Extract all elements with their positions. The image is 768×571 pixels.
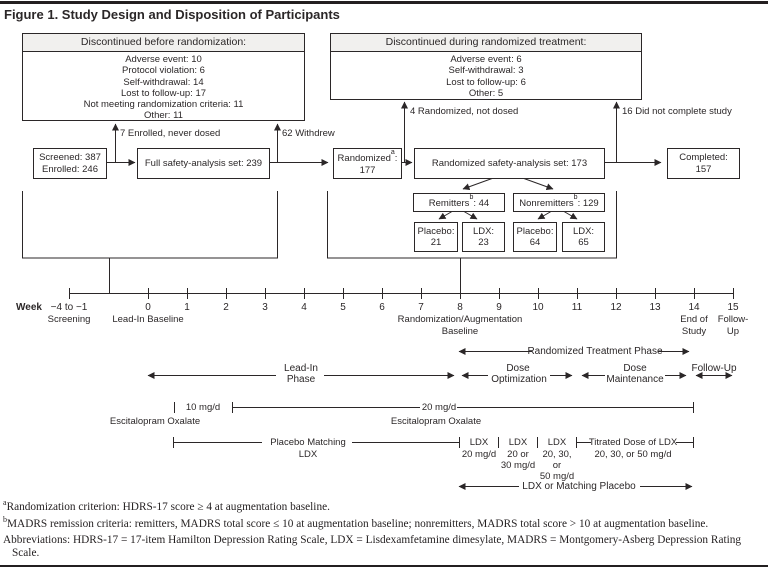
week-tick-label: 7	[418, 302, 424, 313]
escitalopram-10mg-label: 10 mg/d	[185, 402, 221, 413]
dropout-arrows	[112, 101, 620, 162]
split-arrows	[438, 178, 578, 220]
remitters-placebo-box: Placebo: 21	[414, 222, 458, 252]
detail-line: Other: 11	[144, 110, 183, 122]
detail-line: Other: 5	[468, 87, 504, 99]
timeline-end-of-study-label-2: Study	[681, 326, 707, 337]
detail-line: Adverse event: 10	[125, 54, 202, 65]
detail-line: Self-withdrawal: 14	[123, 76, 204, 88]
ldx-seg2-label-3: 30 mg/d	[500, 460, 536, 471]
nonremitters-box: Nonremittersb: 129	[513, 193, 605, 212]
nonremitters-ldx-box: LDX: 65	[562, 222, 605, 252]
week-tick-label: 10	[532, 302, 544, 313]
timeline-end-of-study-label-1: End of	[680, 314, 708, 325]
detail-line: Protocol violation: 6	[122, 65, 205, 77]
timeline-leadin-baseline-label: Lead-In Baseline	[112, 314, 184, 325]
titrated-dose-label-2: 20, 30, or 50 mg/d	[594, 449, 672, 460]
week-tick-label: 15	[727, 302, 739, 313]
ldx-seg3-label-2: 20, 30,	[542, 449, 572, 460]
ldx-seg3-label-1: LDX	[547, 437, 567, 448]
full-safety-box: Full safety-analysis set: 239	[137, 148, 270, 179]
ldx-seg1-label-2: 20 mg/d	[461, 449, 497, 460]
week-axis-label: Week	[16, 302, 42, 313]
detail-line: Lost to follow-up: 17	[120, 87, 207, 99]
footnote-a: aRandomization criterion: HDRS-17 score …	[3, 498, 330, 513]
week-tick-label: 12	[610, 302, 622, 313]
placebo-matching-label-2: LDX	[298, 449, 318, 460]
completed-box: Completed: 157	[667, 148, 740, 179]
escitalopram-left-label: Escitalopram Oxalate	[109, 416, 201, 427]
timeline-randomization-label-2: Baseline	[441, 326, 479, 337]
detail-line: Lost to follow-up: 6	[446, 76, 526, 88]
nonremitters-placebo-box: Placebo: 64	[513, 222, 557, 252]
remitters-ldx-box: LDX: 23	[462, 222, 505, 252]
phase-leadin-label-1: Lead-In	[284, 363, 318, 374]
timeline-screening-label: Screening	[47, 314, 91, 325]
detail-line: Not meeting randomization criteria: 11	[83, 99, 244, 111]
timeline-followup-label-2: Up	[726, 326, 740, 337]
bottom-rule	[0, 565, 768, 567]
ldx-seg1-label-1: LDX	[469, 437, 489, 448]
phase-dose-optimization-label-1: Dose	[506, 363, 530, 374]
week-tick-label: 14	[688, 302, 700, 313]
discontinued-during-box: Discontinued during randomized treatment…	[330, 33, 642, 100]
week-tick-label: 5	[340, 302, 346, 313]
timeline-randomization-label-1: Randomization/Augmentation	[397, 314, 523, 325]
randomized-box: Randomizeda: 177	[333, 148, 402, 179]
label-randomized-not-dosed: 4 Randomized, not dosed	[410, 106, 519, 117]
medication-lines	[173, 402, 694, 490]
discontinued-during-header: Discontinued during randomized treatment…	[331, 34, 641, 52]
week-tick-label: 3	[262, 302, 268, 313]
footnotes: aRandomization criterion: HDRS-17 score …	[3, 497, 763, 560]
week-tick-label: 13	[649, 302, 661, 313]
phase-dose-maintenance-label-1: Dose	[623, 363, 647, 374]
ldx-or-placebo-label: LDX or Matching Placebo	[522, 481, 636, 492]
escitalopram-20mg-label: 20 mg/d	[421, 402, 457, 413]
label-enrolled-never-dosed: 7 Enrolled, never dosed	[120, 128, 221, 139]
ldx-seg3-label-3: or	[552, 460, 562, 471]
label-did-not-complete: 16 Did not complete study	[622, 106, 732, 117]
phase-leadin-label-2: Phase	[286, 374, 316, 385]
week-tick-label: 6	[379, 302, 385, 313]
escitalopram-right-label: Escitalopram Oxalate	[390, 416, 482, 427]
phase-followup-label: Follow-Up	[691, 363, 737, 374]
remitters-box: Remittersb: 44	[413, 193, 505, 212]
placebo-matching-label-1: Placebo Matching	[270, 437, 346, 448]
screened-enrolled-box: Screened: 387 Enrolled: 246	[33, 148, 107, 179]
label-withdrew: 62 Withdrew	[282, 128, 335, 139]
week-tick-label: 0	[145, 302, 151, 313]
figure-title: Figure 1. Study Design and Disposition o…	[4, 7, 340, 22]
footnote-abbreviations: Abbreviations: HDRS-17 = 17-item Hamilto…	[3, 534, 742, 560]
timeline-followup-label-1: Follow-	[717, 314, 749, 325]
week-tick-label: 9	[496, 302, 502, 313]
randomized-safety-box: Randomized safety-analysis set: 173	[414, 148, 605, 179]
week-tick-label: 11	[571, 302, 583, 313]
ldx-seg2-label-2: 20 or	[507, 449, 529, 460]
week-tick-label: 8	[457, 302, 463, 313]
week-tick-label: −4 to −1	[50, 302, 88, 313]
brackets	[22, 191, 617, 293]
phase-dose-maintenance-label-2: Maintenance	[606, 374, 664, 385]
week-tick-label: 2	[223, 302, 229, 313]
detail-line: Adverse event: 6	[450, 54, 522, 65]
phase-dose-optimization-label-2: Optimization	[491, 374, 547, 385]
phase-randomized-treatment-label: Randomized Treatment Phase	[527, 346, 663, 357]
discontinued-before-box: Discontinued before randomization: Adver…	[22, 33, 305, 121]
week-tick-label: 1	[184, 302, 190, 313]
footnote-b: bMADRS remission criteria: remitters, MA…	[3, 514, 709, 530]
detail-line: Self-withdrawal: 3	[448, 65, 524, 77]
week-tick-label: 4	[301, 302, 307, 313]
titrated-dose-label-1: Titrated Dose of LDX	[588, 437, 678, 448]
ldx-seg2-label-1: LDX	[508, 437, 528, 448]
ldx-seg3-label-4: 50 mg/d	[539, 471, 575, 482]
discontinued-before-header: Discontinued before randomization:	[23, 34, 304, 52]
top-rule	[0, 1, 768, 4]
phase-arrows	[147, 348, 733, 379]
